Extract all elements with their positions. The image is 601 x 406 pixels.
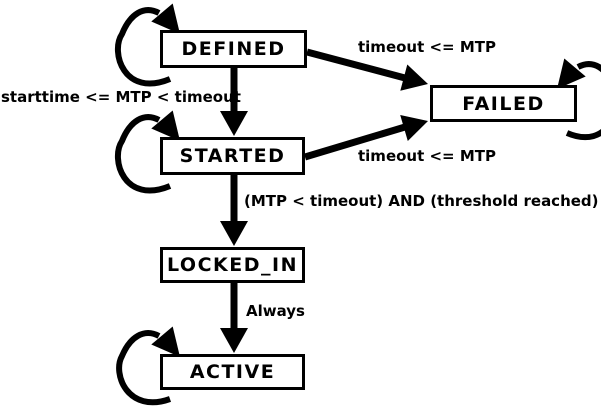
arrowhead-self-active-icon [151,326,180,357]
arrow-started-failed-shaft [303,123,407,161]
edge-label-started-locked: (MTP < timeout) AND (threshold reached) [244,192,599,210]
arrowhead-self-started-icon [151,110,180,141]
arrowhead-defined-failed-icon [400,64,428,91]
arrowhead-defined-started-icon [220,111,248,136]
self-loop-defined-icon [115,7,172,87]
arrowhead-self-defined-icon [151,3,180,34]
arrowhead-started-locked-icon [220,221,248,246]
arrowhead-started-failed-icon [400,115,428,141]
self-loop-active-icon [116,330,172,406]
edge-label-locked-active: Always [246,302,305,320]
arrowhead-locked-active-icon [220,328,248,353]
arrow-defined-failed-shaft [306,48,406,82]
state-failed: FAILED [430,85,577,122]
edge-label-started-failed: timeout <= MTP [358,147,497,165]
self-loop-failed-icon [565,61,601,141]
state-started: STARTED [160,137,305,175]
state-active: ACTIVE [160,354,305,390]
arrowhead-self-failed-icon [557,58,586,89]
edge-label-defined-failed: timeout <= MTP [358,38,497,56]
state-locked-in: LOCKED_IN [160,247,305,283]
state-defined: DEFINED [160,30,307,68]
self-loop-started-icon [115,114,172,194]
edge-label-defined-started: starttime <= MTP < timeout [1,88,241,106]
